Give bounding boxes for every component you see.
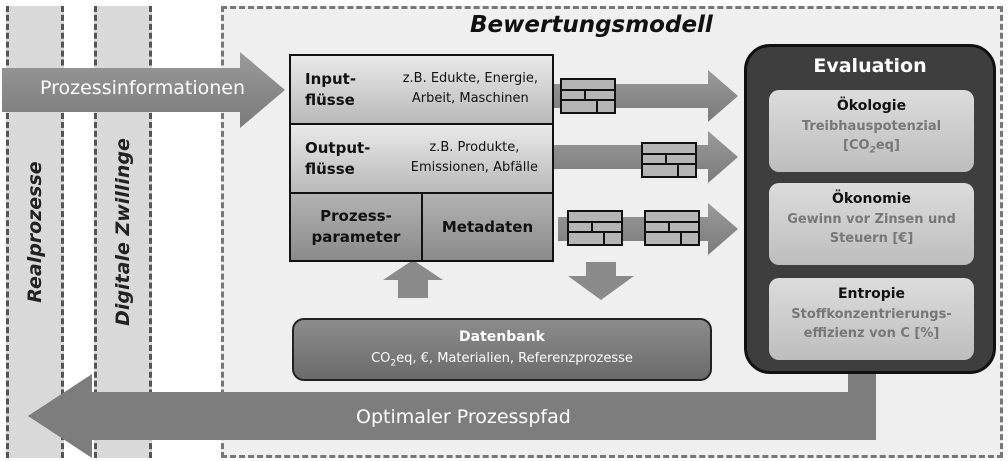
evaluation-title: Evaluation <box>813 55 927 77</box>
input-flows-title-2: flüsse <box>305 91 355 109</box>
card-line-2: Steuern [€] <box>829 231 914 246</box>
table-icon-input <box>560 78 616 114</box>
table-icon-output <box>641 142 697 178</box>
input-flows-title-1: Input- <box>305 70 357 88</box>
evaluation-card-oekologie: Ökologie Treibhauspotenzial [CO2eq] <box>769 90 974 172</box>
card-line-1: Treibhauspotenzial <box>801 119 942 134</box>
evaluation-card-entropie: Entropie Stoffkonzentrierungs- effizienz… <box>769 278 974 360</box>
process-parameters-box: Prozess- parameter <box>289 192 423 262</box>
table-icon-metadata-1 <box>567 210 623 246</box>
evaluation-panel: Evaluation Ökologie Treibhauspotenzial [… <box>744 44 996 374</box>
card-line-1: Stoffkonzentrierungs- <box>791 307 952 322</box>
table-icon-metadata-2 <box>644 210 700 246</box>
process-parameters-line-1: Prozess- <box>320 207 392 225</box>
card-title: Entropie <box>837 286 906 302</box>
model-title: Bewertungsmodell <box>470 12 713 38</box>
input-flows-example-2: Arbeit, Maschinen <box>411 91 529 106</box>
database-title: Datenbank <box>459 329 545 345</box>
metadata-to-database-arrow <box>568 262 634 300</box>
evaluation-card-oekonomie: Ökonomie Gewinn vor Zinsen und Steuern [… <box>769 183 974 265</box>
card-title: Ökologie <box>836 98 907 114</box>
prozessinformationen-label: Prozessinformationen <box>40 77 245 99</box>
metadata-box: Metadaten <box>421 192 554 262</box>
card-title: Ökonomie <box>832 191 911 207</box>
metadata-label: Metadaten <box>441 218 534 236</box>
input-flow-arrow <box>554 70 738 122</box>
database-subtitle: CO2eq, €, Materialien, Referenzprozesse <box>371 351 633 369</box>
output-flows-title-1: Output- <box>305 139 371 157</box>
database-to-params-arrow <box>383 260 443 298</box>
card-line-2: [CO2eq] <box>843 138 900 156</box>
optimaler-prozesspfad-arrow <box>28 374 876 458</box>
input-flows-example-1: z.B. Edukte, Energie, <box>402 71 538 86</box>
database-box: Datenbank CO2eq, €, Materialien, Referen… <box>292 318 712 381</box>
optimaler-prozesspfad-label: Optimaler Prozesspfad <box>356 406 571 428</box>
process-parameters-line-2: parameter <box>311 228 401 246</box>
output-flows-title-2: flüsse <box>305 160 355 178</box>
card-line-2: effizienz von C [%] <box>803 326 940 341</box>
output-flows-box: Output- flüsse z.B. Produkte, Emissionen… <box>289 123 554 194</box>
card-line-1: Gewinn vor Zinsen und <box>787 212 956 227</box>
output-flows-example-1: z.B. Produkte, <box>429 140 520 155</box>
output-flows-example-2: Emissionen, Abfälle <box>410 160 538 175</box>
prozessinformationen-arrow <box>2 52 285 128</box>
input-flows-box: Input- flüsse z.B. Edukte, Energie, Arbe… <box>289 54 554 125</box>
